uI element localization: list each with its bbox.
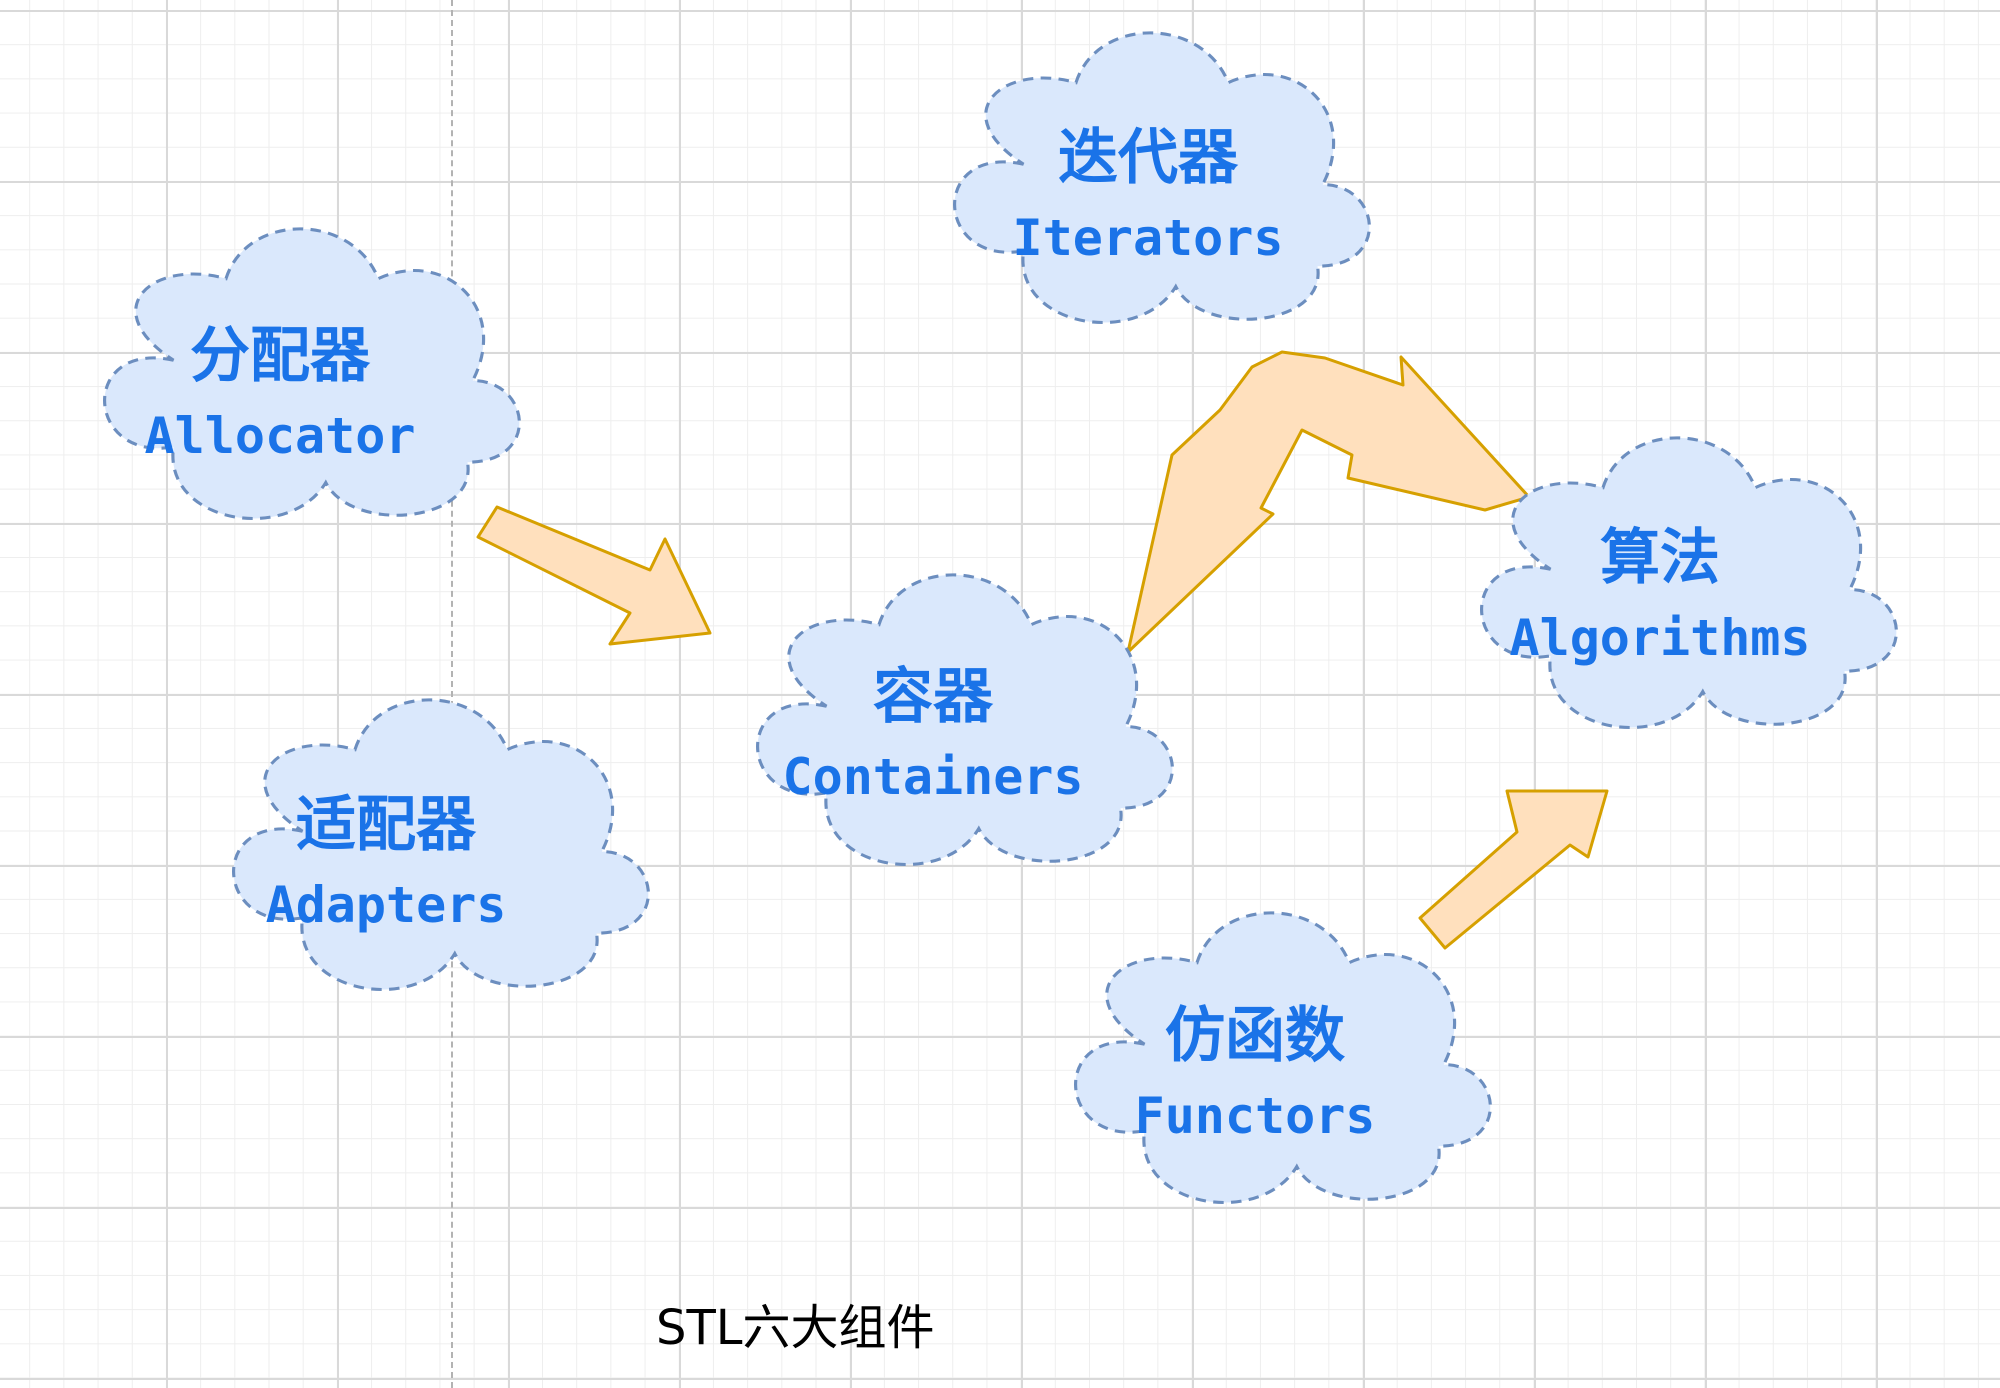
dashed-guide-line <box>451 0 453 1388</box>
arrow-functors-to-algorithms <box>1418 789 1609 950</box>
cloud-algorithms <box>1480 436 1898 730</box>
arrow-algorithms-to-containers <box>1126 350 1531 654</box>
diagram-caption: STL六大组件 <box>656 1300 935 1356</box>
arrow-allocator-to-containers <box>476 505 712 646</box>
cloud-adapters <box>232 698 650 992</box>
cloud-containers <box>756 573 1174 867</box>
cloud-functors <box>1074 911 1492 1205</box>
cloud-allocator <box>103 227 521 521</box>
cloud-iterators <box>953 31 1371 325</box>
